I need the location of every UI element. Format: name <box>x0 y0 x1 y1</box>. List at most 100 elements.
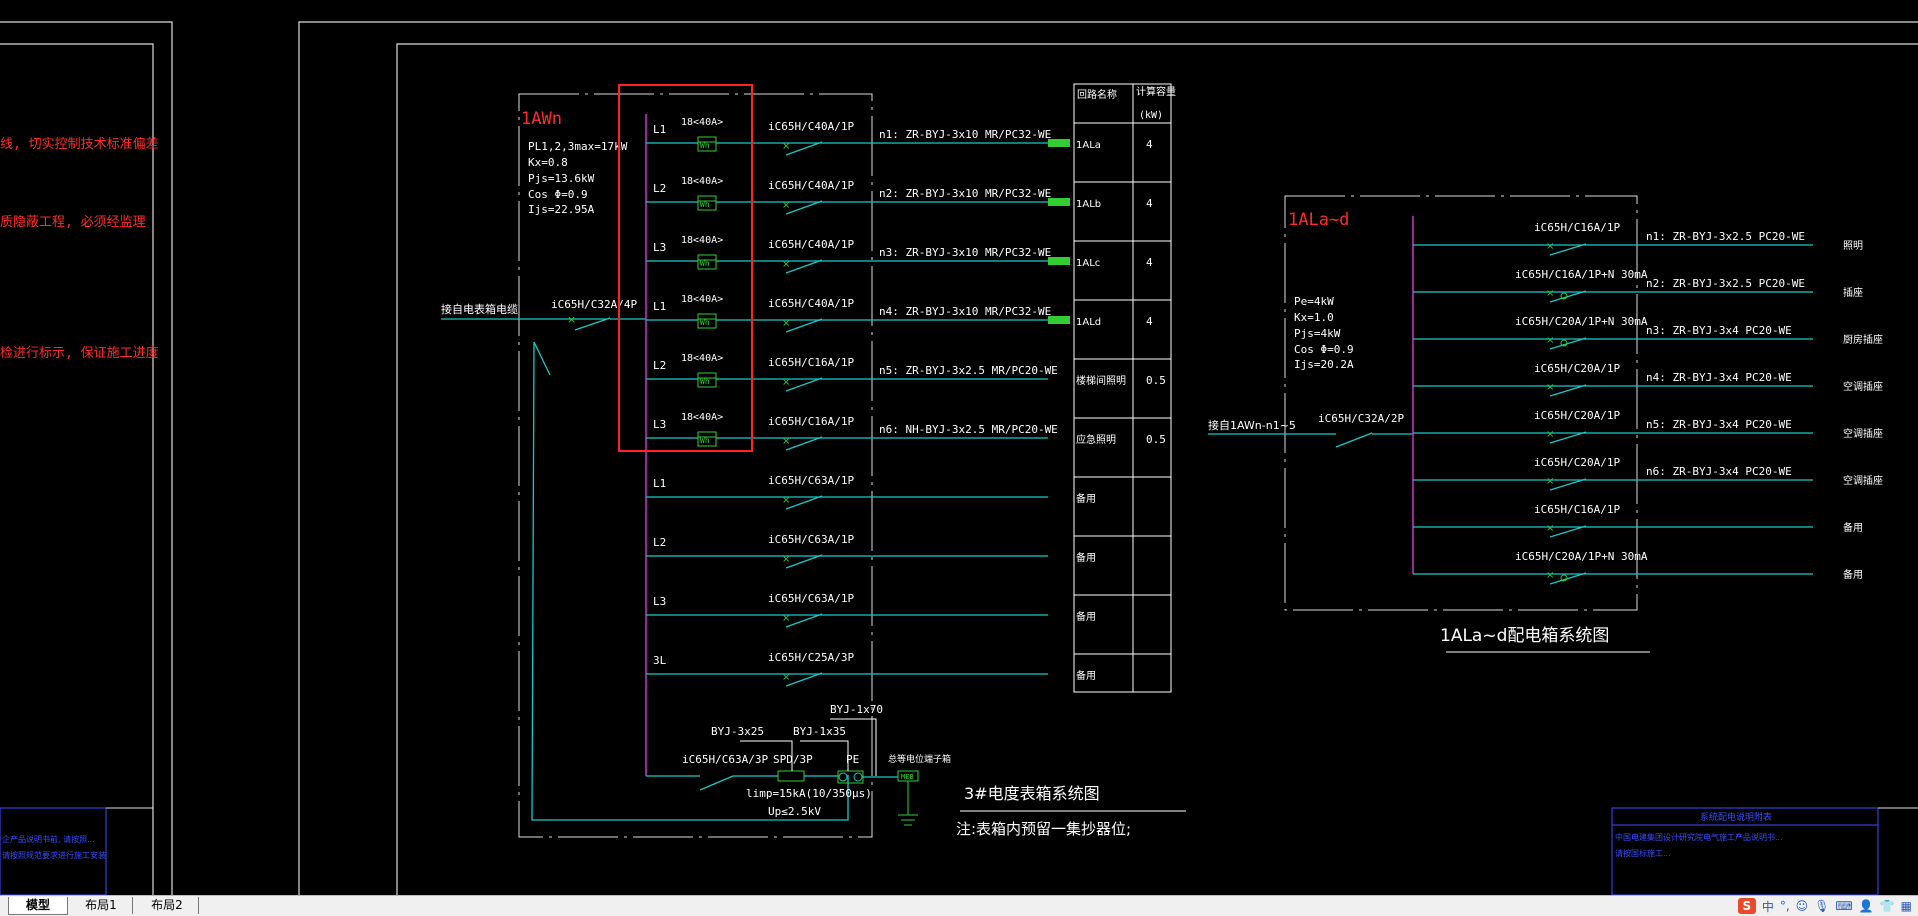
left-footer-box: 企产品说明书前, 请按照... 请按照规范要求进行施工安装 <box>0 807 153 895</box>
ime-logo-icon[interactable]: S <box>1737 898 1756 914</box>
meter-rating: 18<40A> <box>681 294 723 305</box>
alad-circuit-row-7[interactable]: iC65H/C16A/1P×备用 <box>1413 503 1863 538</box>
microphone-icon[interactable]: 🎙 <box>1814 899 1830 913</box>
svg-text:×: × <box>782 377 790 388</box>
phase-label: L3 <box>653 418 666 431</box>
cable-label: n5: ZR-BYJ-3x2.5 MR/PC20-WE <box>879 364 1058 377</box>
table-load-kw: 4 <box>1146 315 1153 328</box>
alad-breaker-label: iC65H/C16A/1P <box>1534 221 1620 234</box>
alad-load-label: 备用 <box>1843 521 1863 534</box>
pe-label: PE <box>846 753 859 766</box>
caption-1alad: 1ALa~d配电箱系统图 <box>1440 626 1609 646</box>
alad-circuit-row-3[interactable]: iC65H/C20A/1P+N 30mA×n3: ZR-BYJ-3x4 PC20… <box>1413 315 1883 350</box>
user-icon[interactable]: 👤 <box>1858 899 1874 913</box>
alad-breaker-label: iC65H/C20A/1P <box>1534 362 1620 375</box>
table-load-name: 1ALa <box>1076 140 1101 151</box>
svg-text:×: × <box>782 554 790 565</box>
svg-text:×: × <box>782 259 790 270</box>
svg-text:×: × <box>1546 570 1554 581</box>
shirt-icon[interactable]: 👕 <box>1879 899 1895 913</box>
table-load-name: 楼梯间照明 <box>1076 374 1126 387</box>
cable-marker <box>1048 198 1070 206</box>
panel-1alad: 1ALa~d Pe=4kW Kx=1.0 Pjs=4kW Cos Φ=0.9 I… <box>1208 195 1638 611</box>
breaker-label: iC65H/C63A/1P <box>768 533 854 546</box>
svg-text:×: × <box>782 318 790 329</box>
emoji-icon[interactable]: ☺ <box>1795 899 1809 913</box>
tab-layout-1[interactable]: 布局1 <box>70 897 133 914</box>
spd-label: SPD/3P <box>773 753 813 766</box>
breaker-label: iC65H/C40A/1P <box>768 297 854 310</box>
meter-symbol: Wh <box>700 200 710 209</box>
panel-1awn: 1AWn PL1,2,3max=17kW Kx=0.8 Pjs=13.6kW C… <box>441 93 873 838</box>
alad-breaker-label: iC65H/C16A/1P+N 30mA <box>1515 268 1648 281</box>
svg-text:×: × <box>782 436 790 447</box>
caption-1awn: 3#电度表箱系统图 <box>964 784 1100 803</box>
tab-model[interactable]: 模型 <box>8 897 68 915</box>
left-footer-line-2: 请按照规范要求进行施工安装 <box>2 850 106 860</box>
panel-1awn-params: PL1,2,3max=17kW Kx=0.8 Pjs=13.6kW Cos Φ=… <box>528 140 628 216</box>
panel-1alad-circuits: iC65H/C16A/1P×n1: ZR-BYJ-3x2.5 PC20-WE照明… <box>1413 221 1883 585</box>
cad-drawing-canvas[interactable]: 线, 切实控制技术标准偏差 质隐蔽工程, 必须经监理 检进行标示, 保证施工进度… <box>0 0 1918 895</box>
meter-rating: 18<40A> <box>681 176 723 187</box>
alad-load-label: 备用 <box>1843 568 1863 581</box>
right-footer-box: 系统配电说明附表 中国电建集团设计研究院电气施工产品说明书... 请按国标施工.… <box>1611 807 1918 895</box>
alad-breaker-label: iC65H/C16A/1P <box>1534 503 1620 516</box>
svg-text:×: × <box>782 495 790 506</box>
svg-text:Kx=0.8: Kx=0.8 <box>528 156 568 169</box>
meter-symbol: Wh <box>700 141 710 150</box>
ime-language[interactable]: 中 <box>1761 899 1774 914</box>
cable-label: n2: ZR-BYJ-3x10 MR/PC32-WE <box>879 187 1051 200</box>
svg-text:PL1,2,3max=17kW: PL1,2,3max=17kW <box>528 140 628 153</box>
cable-label: n6: NH-BYJ-3x2.5 MR/PC20-WE <box>879 423 1058 436</box>
table-load-kw: 4 <box>1146 138 1153 151</box>
left-footer-line-1: 企产品说明书前, 请按照... <box>2 834 95 844</box>
svg-text:Pjs=13.6kW: Pjs=13.6kW <box>528 172 595 185</box>
phase-label: L1 <box>653 300 666 313</box>
alad-breaker-label: iC65H/C20A/1P <box>1534 409 1620 422</box>
cable-marker <box>1048 139 1070 147</box>
grid-icon[interactable]: ▦ <box>1900 899 1912 913</box>
panel-1alad-params: Pe=4kW Kx=1.0 Pjs=4kW Cos Φ=0.9 Ijs=20.2… <box>1294 295 1354 371</box>
alad-load-label: 空调插座 <box>1843 474 1883 487</box>
alad-load-label: 插座 <box>1843 286 1863 299</box>
keyboard-icon[interactable]: ⌨ <box>1835 899 1853 913</box>
spd-section: iC65H/C63A/3P BYJ-3x25 BYJ-1x35 BYJ-1x70… <box>646 703 951 826</box>
table-load-name: 备用 <box>1076 669 1096 682</box>
punctuation-icon[interactable]: °, <box>1779 899 1790 913</box>
breaker-label: iC65H/C63A/1P <box>768 474 854 487</box>
meter-rating: 18<40A> <box>681 117 723 128</box>
svg-text:×: × <box>782 672 790 683</box>
right-footer-line-1: 中国电建集团设计研究院电气施工产品说明书... <box>1615 832 1783 842</box>
circuit-row-7[interactable]: L1 iC65H/C63A/1P × <box>646 474 1048 510</box>
table-load-kw: 0.5 <box>1146 433 1166 446</box>
tab-layout-2[interactable]: 布局2 <box>136 897 199 914</box>
alad-breaker-label: iC65H/C20A/1P+N 30mA <box>1515 550 1648 563</box>
alad-cable-label: n5: ZR-BYJ-3x4 PC20-WE <box>1646 418 1792 431</box>
meter-symbol: Wh <box>700 377 710 386</box>
selection-rectangle[interactable] <box>618 84 753 452</box>
meter-symbol: Wh <box>700 259 710 268</box>
breaker-label: iC65H/C25A/3P <box>768 651 854 664</box>
phase-label: L1 <box>653 477 666 490</box>
breaker-label: iC65H/C40A/1P <box>768 120 854 133</box>
cable-label: n3: ZR-BYJ-3x10 MR/PC32-WE <box>879 246 1051 259</box>
alad-circuit-row-8[interactable]: iC65H/C20A/1P+N 30mA × 备用 <box>1413 550 1863 585</box>
alad-circuit-row-2[interactable]: iC65H/C16A/1P+N 30mA×n2: ZR-BYJ-3x2.5 PC… <box>1413 268 1863 303</box>
main-breaker-1alad: iC65H/C32A/2P <box>1318 412 1404 425</box>
left-note-2: 质隐蔽工程, 必须经监理 <box>0 215 146 230</box>
right-footer-line-2: 请按国标施工... <box>1615 848 1671 858</box>
